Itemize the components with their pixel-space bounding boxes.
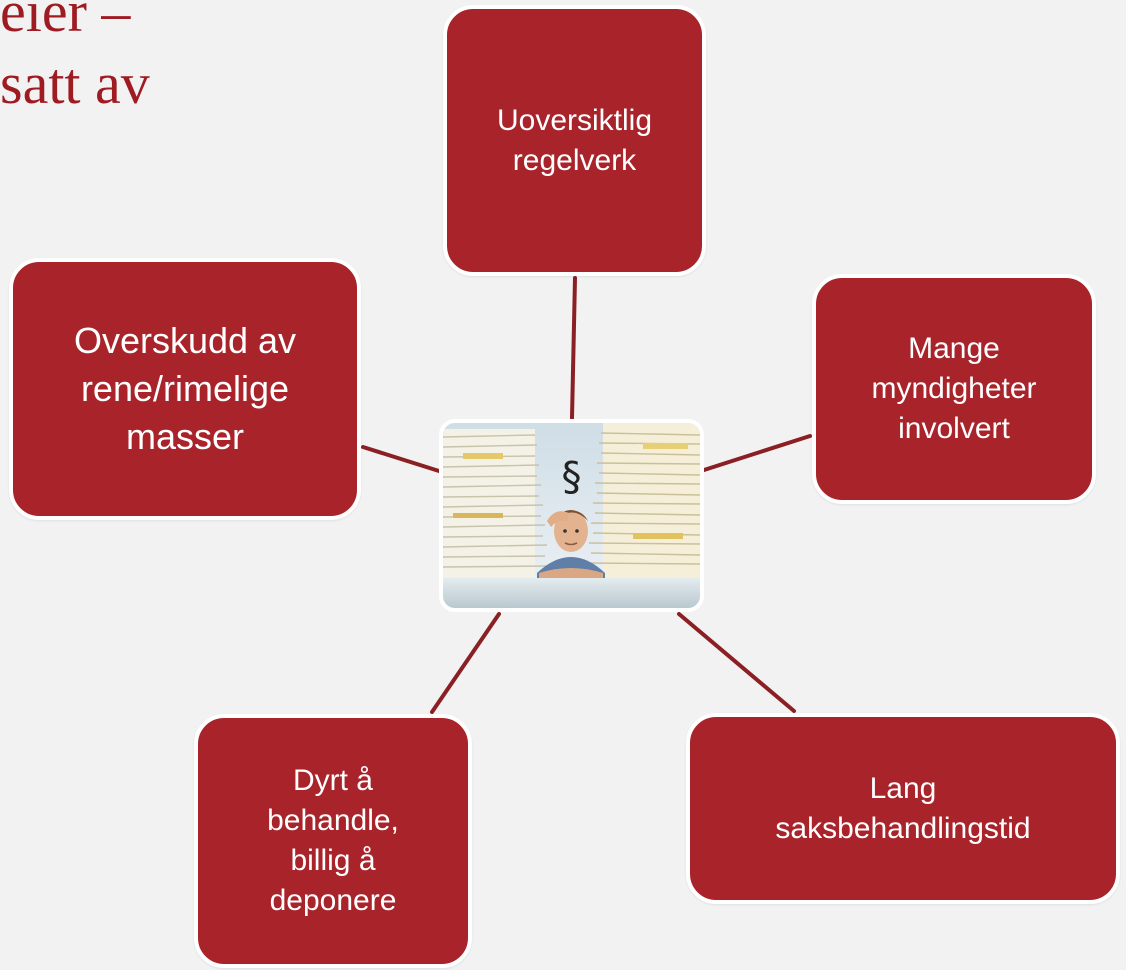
node-lang-saksbehandlingstid: Lang saksbehandlingstid (686, 713, 1120, 904)
right-paper-stack (588, 423, 700, 581)
connector-bottom-left (430, 612, 501, 714)
paragraph-sign-icon: § (561, 454, 582, 500)
node-overskudd-av-masser: Overskudd av rene/rimelige masser (9, 258, 361, 520)
connector-right (702, 434, 812, 472)
slide-title-fragment: eier – satt av (0, 0, 150, 116)
connector-top (570, 276, 577, 420)
paper-stacks-illustration (443, 423, 700, 608)
node-dyrt-a-behandle: Dyrt å behandle, billig å deponere (194, 714, 472, 968)
center-image-stressed-man: § (439, 419, 704, 612)
left-paper-stack (443, 429, 548, 579)
node-uoversiktlig-regelverk: Uoversiktlig regelverk (443, 5, 706, 276)
node-mange-myndigheter: Mange myndigheter involvert (812, 274, 1096, 504)
stressed-man (537, 510, 605, 583)
glass-desk (443, 578, 700, 608)
connector-left (361, 445, 441, 473)
connector-bottom-right (677, 612, 796, 713)
